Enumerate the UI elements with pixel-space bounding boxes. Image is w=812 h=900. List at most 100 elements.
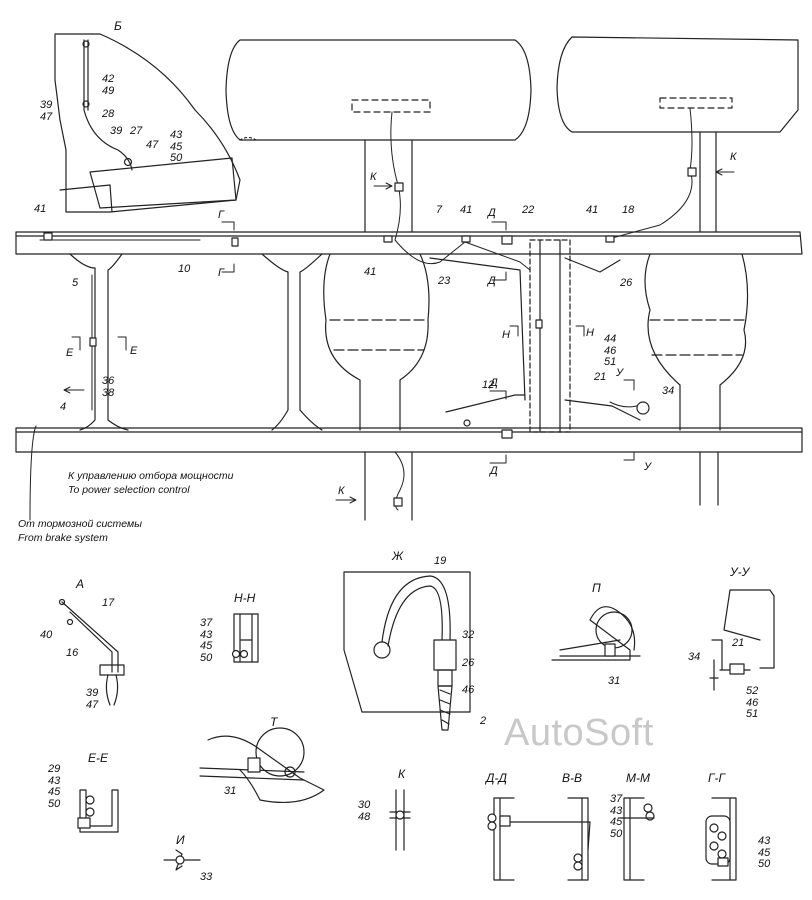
label-34: 34: [662, 385, 675, 397]
hub-left: [351, 99, 431, 113]
view-gg: [705, 797, 737, 881]
label-47-b: 47: [146, 139, 159, 151]
cut-d-3: Д: [490, 377, 498, 389]
cut-g-top: Г: [218, 209, 224, 221]
label-40: 40: [40, 629, 53, 641]
label-16: 16: [66, 647, 79, 659]
label-28: 28: [102, 108, 115, 120]
title-t: Т: [270, 715, 278, 729]
label-19: 19: [434, 555, 447, 567]
title-i: И: [176, 833, 185, 847]
inset-b: [54, 33, 241, 213]
view-hh: [231, 613, 259, 663]
cut-u-2: У: [644, 461, 652, 473]
label-12: 12: [482, 379, 495, 391]
label-47: 47: [40, 111, 53, 123]
tire-left: [225, 39, 532, 141]
title-p: П: [592, 581, 601, 595]
view-dd: [487, 797, 591, 881]
label-10: 10: [178, 263, 191, 275]
cut-k-3: К: [338, 485, 345, 497]
view-ee: [77, 789, 119, 833]
view-k: [389, 789, 411, 851]
note-power-ru: К управлению отбора мощности: [68, 470, 234, 482]
label-31-t: 31: [224, 785, 237, 797]
title-mm: М-М: [626, 771, 650, 785]
clips: [43, 167, 697, 507]
label-21-uu: 21: [732, 637, 745, 649]
cut-d-2: Д: [488, 275, 496, 287]
cut-k-2: К: [730, 151, 737, 163]
label-2: 2: [480, 715, 487, 727]
label-46: 46: [462, 684, 475, 696]
section-arrows: [63, 168, 735, 504]
cut-u-1: У: [616, 367, 624, 379]
title-k: К: [398, 767, 406, 781]
label-26: 26: [620, 277, 633, 289]
label-41-a: 41: [34, 203, 47, 215]
cut-h-1: Н: [502, 329, 510, 341]
frame: [15, 231, 803, 521]
hoses: [29, 107, 693, 521]
cut-d-1: Д: [488, 207, 496, 219]
title-gg: Г-Г: [708, 771, 726, 785]
view-p: [551, 606, 641, 661]
label-31-p: 31: [608, 675, 621, 687]
note-brake-en: From brake system: [18, 532, 108, 544]
title-a: А: [76, 577, 85, 591]
view-t: [199, 727, 325, 804]
label-34-uu: 34: [688, 651, 701, 663]
label-39-b: 39: [110, 125, 123, 137]
view-a: [58, 598, 125, 706]
label-18: 18: [622, 204, 635, 216]
label-26-b: 26: [462, 657, 475, 669]
label-7: 7: [436, 204, 443, 216]
cut-e-2: Е: [130, 345, 138, 357]
label-23: 23: [438, 275, 451, 287]
label-41-c: 41: [586, 204, 599, 216]
watermark: AutoSoft: [504, 712, 654, 754]
label-4: 4: [60, 401, 67, 413]
cut-e-1: Е: [66, 347, 74, 359]
label-33: 33: [200, 871, 213, 883]
hub-right: [659, 97, 733, 109]
label-27: 27: [130, 125, 143, 137]
note-power-en: To power selection control: [68, 484, 190, 496]
title-ee: Е-Е: [88, 751, 109, 765]
label-41-b: 41: [460, 204, 473, 216]
title-vv: В-В: [562, 771, 583, 785]
title-zh: Ж: [392, 549, 404, 563]
cut-d-4: Д: [490, 465, 498, 477]
title-b: Б: [114, 19, 122, 33]
label-17: 17: [102, 597, 115, 609]
view-uu: [709, 589, 775, 691]
title-hh: Н-Н: [234, 591, 256, 605]
cut-g-bot: Г: [218, 267, 224, 279]
cut-k-1: К: [370, 171, 377, 183]
label-22: 22: [522, 204, 535, 216]
label-32: 32: [462, 629, 475, 641]
tire-right: [556, 36, 799, 133]
label-41-d: 41: [364, 266, 377, 278]
label-5: 5: [72, 277, 79, 289]
title-dd: Д-Д: [486, 771, 507, 785]
view-i: [163, 849, 201, 871]
cut-h-2: Н: [586, 327, 594, 339]
view-vv: [567, 797, 591, 881]
note-brake-ru: От тормозной системы: [18, 518, 142, 530]
title-uu: У-У: [730, 565, 750, 579]
view-zh: [343, 571, 471, 731]
